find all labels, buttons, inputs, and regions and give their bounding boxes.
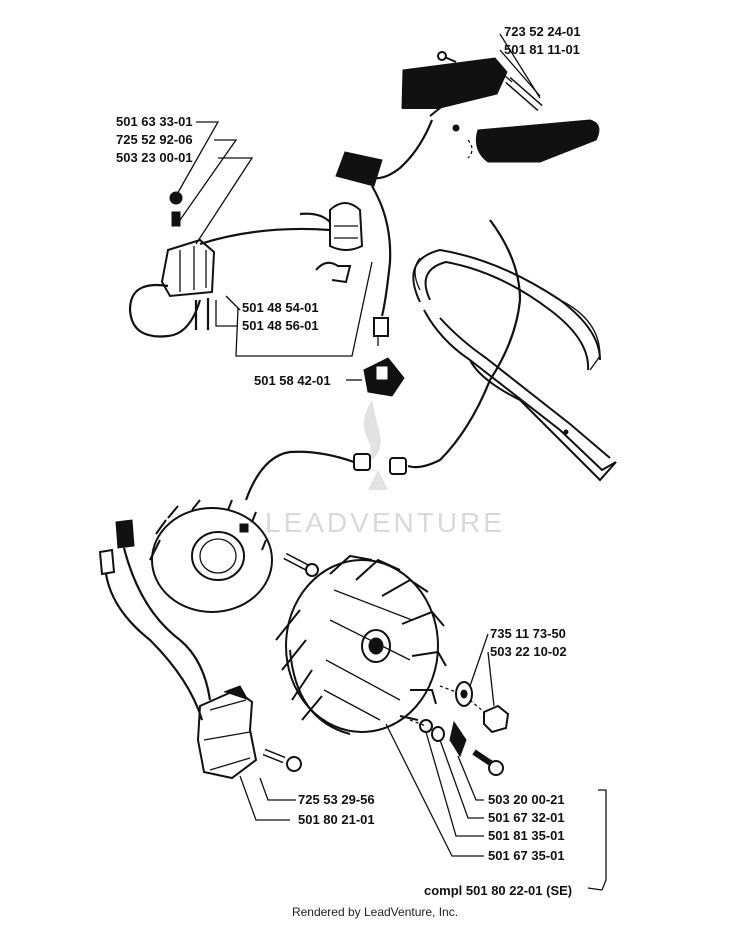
leader-lines-top-left <box>175 121 373 357</box>
label-501-67-35-01: 501 67 35-01 <box>488 848 565 863</box>
handle-bar <box>412 248 617 482</box>
ignition-module <box>98 519 302 780</box>
label-501-67-32-01: 501 67 32-01 <box>488 810 565 825</box>
starter-pawl-assembly <box>409 719 504 776</box>
ignition-coil-stator <box>149 499 319 613</box>
label-725-52-92-06: 725 52 92-06 <box>116 132 193 147</box>
label-503-20-00-21: 503 20 00-21 <box>488 792 565 807</box>
stop-switch-cable <box>335 119 434 346</box>
label-723-52-24-01: 723 52 24-01 <box>504 24 581 39</box>
label-501-81-35-01: 501 81 35-01 <box>488 828 565 843</box>
switch-cover-part <box>401 51 508 117</box>
washer-and-nut <box>439 681 510 734</box>
part-labels: 723 52 24-01 501 81 11-01 501 63 33-01 7… <box>116 24 581 898</box>
leader-lines-bottom <box>239 33 607 891</box>
label-503-23-00-01: 503 23 00-01 <box>116 150 193 165</box>
spark-plug-cap-assembly <box>128 191 331 338</box>
label-501-81-11-01: 501 81 11-01 <box>504 42 580 57</box>
label-725-53-29-56: 725 53 29-56 <box>298 792 375 807</box>
throttle-trigger-part <box>452 119 600 163</box>
label-501-58-42-01: 501 58 42-01 <box>254 373 331 388</box>
label-501-63-33-01: 501 63 33-01 <box>116 114 193 129</box>
label-503-22-10-02: 503 22 10-02 <box>490 644 567 659</box>
ground-cable <box>244 219 522 501</box>
label-501-48-54-01: 501 48 54-01 <box>242 300 319 315</box>
flywheel <box>275 554 447 735</box>
label-compl-501-80-22-01: compl 501 80 22-01 (SE) <box>424 883 572 898</box>
stop-switch-connector <box>346 357 405 397</box>
watermark-text: LEADVENTURE <box>265 507 505 538</box>
label-501-80-21-01: 501 80 21-01 <box>298 812 375 827</box>
spark-plug-boot <box>299 202 364 284</box>
leadventure-watermark: LEADVENTURE <box>265 400 505 538</box>
label-501-48-56-01: 501 48 56-01 <box>242 318 319 333</box>
label-735-11-73-50: 735 11 73-50 <box>490 626 566 641</box>
footer-credit: Rendered by LeadVenture, Inc. <box>291 905 459 919</box>
